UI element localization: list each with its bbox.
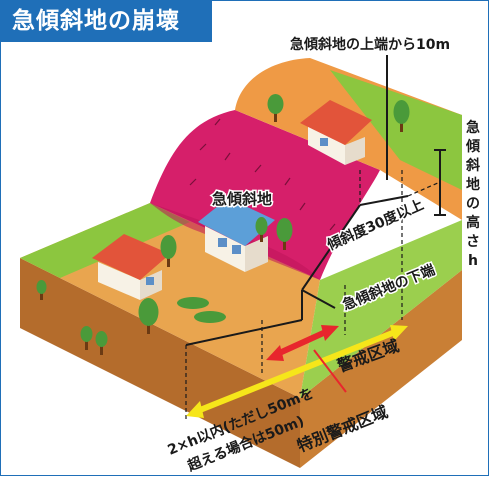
top-edge-label: 急傾斜地の上端から10m	[290, 36, 450, 53]
top-edge-marker	[359, 55, 409, 206]
house-upper-icon	[300, 100, 372, 165]
special-zone-pointer	[313, 349, 347, 393]
block-front-face	[20, 258, 300, 468]
special-zone-arrow	[266, 325, 339, 361]
svg-text:地: 地	[466, 176, 480, 193]
upper-grass	[330, 70, 462, 190]
height-label: 急 傾 斜 地 の 高 さ h	[465, 119, 481, 269]
svg-text:h: h	[468, 253, 478, 269]
svg-text:斜: 斜	[465, 157, 480, 174]
hedge-icons	[177, 297, 226, 323]
house-lower-icon	[92, 234, 170, 300]
svg-text:急: 急	[466, 119, 480, 136]
svg-text:傾: 傾	[465, 138, 481, 155]
svg-text:の: の	[466, 196, 480, 212]
svg-text:高: 高	[466, 214, 480, 231]
slope-base-lines	[185, 204, 361, 346]
slope-name-label: 急傾斜地	[212, 190, 272, 208]
warning-zone-arrow	[186, 325, 408, 418]
svg-text:さ: さ	[466, 234, 480, 250]
lower-grass-strip	[20, 203, 190, 278]
tree-icons	[36, 94, 410, 355]
block-right-face	[300, 270, 462, 468]
house-slope-icon	[198, 198, 275, 272]
height-marker	[434, 149, 446, 216]
slope-texture	[189, 118, 336, 231]
page-title: 急傾斜地の崩壊	[0, 0, 212, 42]
